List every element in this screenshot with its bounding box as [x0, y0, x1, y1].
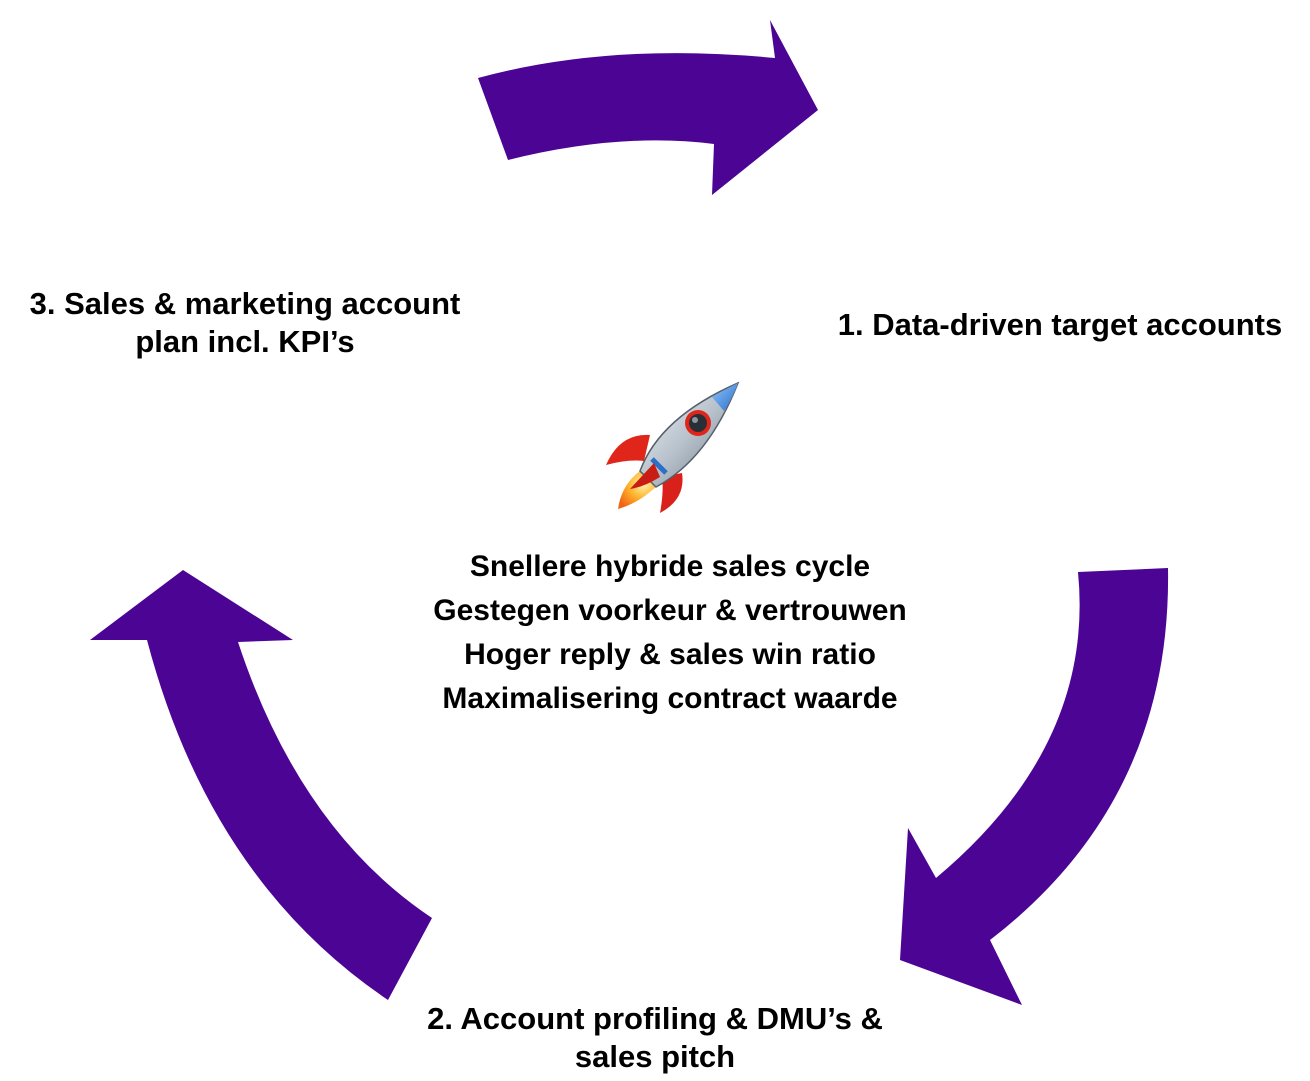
step-3-label: 3. Sales & marketing account plan incl. …	[10, 285, 480, 361]
step-2-label: 2. Account profiling & DMU’s & sales pit…	[395, 1000, 915, 1076]
step-2-line-1: 2. Account profiling & DMU’s &	[427, 1001, 883, 1036]
benefit-item: Maximalisering contract waarde	[442, 682, 898, 715]
cycle-arrow-top	[478, 20, 818, 195]
step-3-line-1: 3. Sales & marketing account	[29, 286, 461, 321]
step-1-label: 1. Data-driven target accounts	[820, 306, 1300, 344]
benefit-item: Gestegen voorkeur & vertrouwen	[433, 594, 907, 627]
benefits-list: Snellere hybride sales cycle Gestegen vo…	[380, 545, 960, 721]
benefit-item: Hoger reply & sales win ratio	[464, 638, 876, 671]
step-2-line-2: sales pitch	[574, 1039, 736, 1074]
cycle-arrow-right	[900, 568, 1169, 1005]
rocket-icon	[606, 381, 740, 513]
benefit-item: Snellere hybride sales cycle	[469, 550, 871, 583]
step-1-line-1: 1. Data-driven target accounts	[837, 307, 1283, 342]
step-3-line-2: plan incl. KPI’s	[135, 324, 355, 359]
cycle-arrow-left	[90, 570, 432, 1000]
